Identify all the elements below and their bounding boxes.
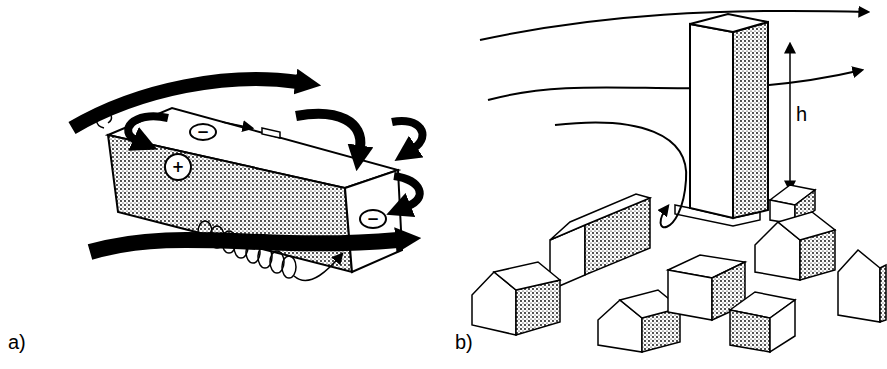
block-end	[345, 170, 402, 272]
panel-label: a)	[8, 332, 26, 352]
eddy-arrow	[392, 121, 423, 148]
block-front	[108, 135, 352, 272]
sign-text: −	[197, 125, 210, 140]
swirl-line	[96, 113, 111, 128]
flow-line	[488, 70, 862, 100]
house-wall	[770, 300, 795, 352]
height-arrow	[789, 44, 791, 190]
tower-face	[733, 22, 768, 218]
pressure-symbol-minus: −	[359, 209, 387, 229]
pressure-symbol-plus: +	[164, 153, 192, 181]
surface-arrow	[222, 122, 252, 128]
sign-text: +	[172, 160, 185, 175]
eddy-arrow	[128, 116, 168, 140]
surface-curl	[262, 128, 280, 138]
houses	[472, 185, 886, 352]
house-wall	[668, 270, 712, 320]
coil-loop	[282, 256, 296, 278]
panel-label: b)	[455, 332, 473, 352]
house-wall	[730, 310, 770, 352]
eddy-arrow	[296, 114, 360, 148]
pressure-symbol-minus: −	[189, 123, 217, 141]
house-roof	[778, 212, 835, 240]
flow-line	[480, 11, 868, 40]
vortex-coil	[198, 221, 296, 278]
sign-text: −	[367, 212, 380, 227]
flow-line	[294, 254, 342, 280]
eddy-arrow	[394, 176, 420, 206]
dimension-label: h	[796, 104, 807, 124]
flow-arrow	[90, 240, 398, 252]
house-roof	[494, 262, 560, 290]
house-roof	[550, 194, 650, 240]
tower-side	[690, 24, 733, 218]
house-wall	[838, 250, 880, 322]
flow-arrow	[72, 79, 298, 128]
tower-top	[690, 14, 768, 32]
house-wall	[880, 265, 886, 322]
